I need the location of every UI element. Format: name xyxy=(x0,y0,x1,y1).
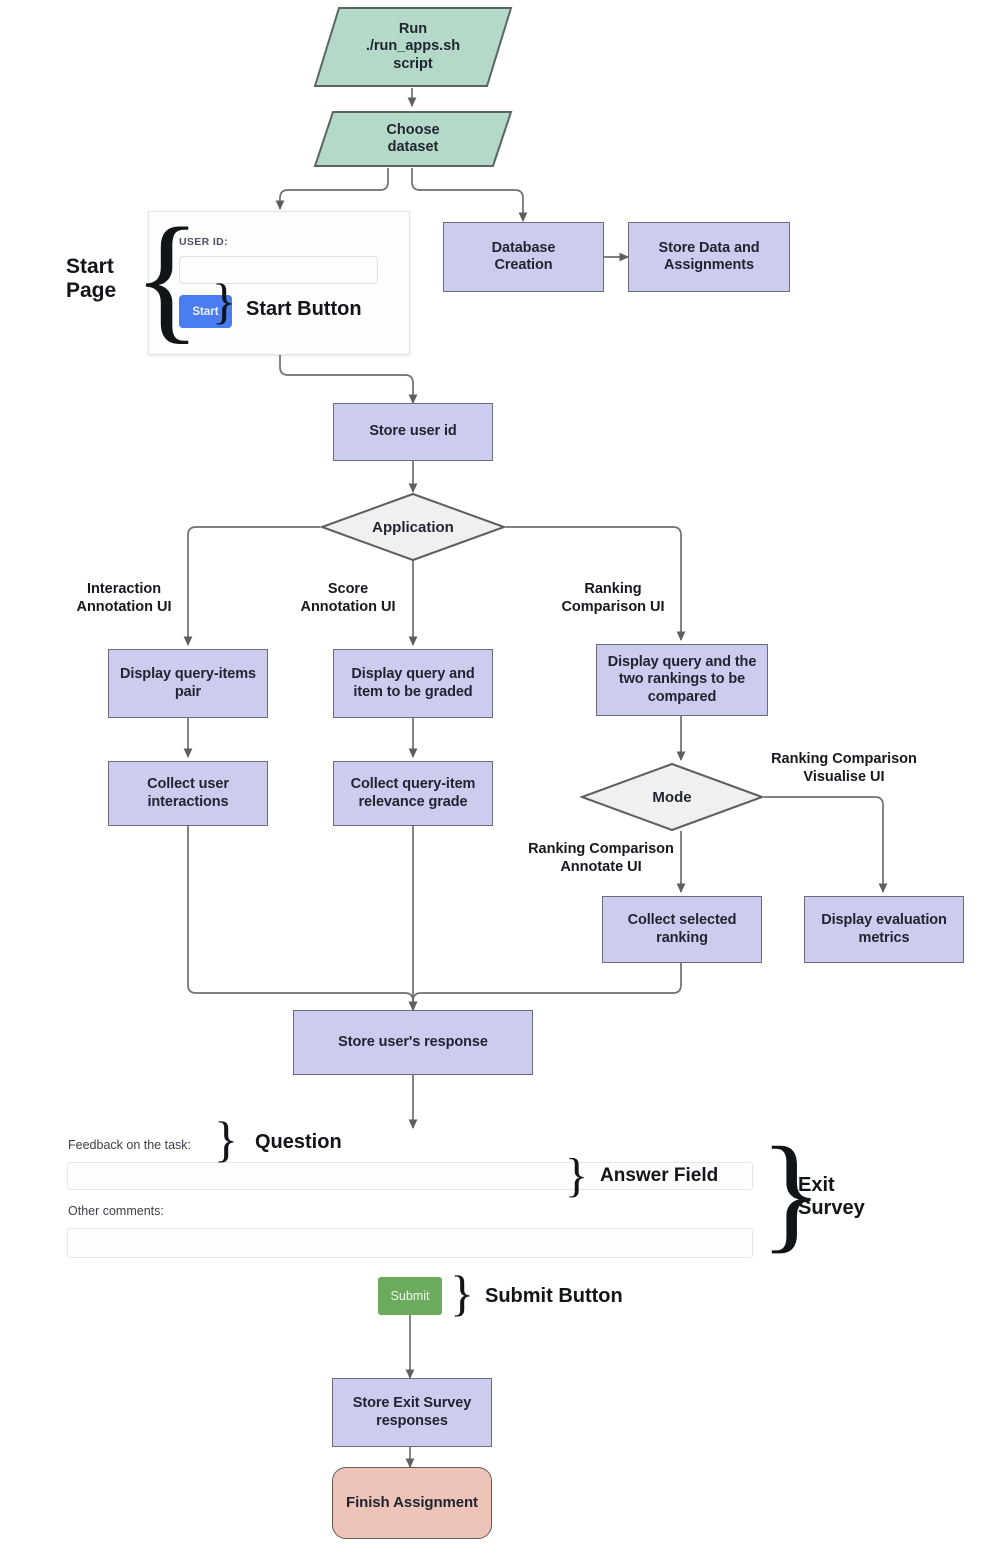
node-display-evaluation-metrics: Display evaluation metrics xyxy=(804,896,964,963)
start-button-annotation: Start Button xyxy=(246,298,362,320)
node-application-decision: Application xyxy=(320,492,506,562)
submit-button-brace: } xyxy=(450,1265,474,1321)
question-annotation: Question xyxy=(255,1131,342,1153)
node-database-creation: Database Creation xyxy=(443,222,604,292)
other-comments-input[interactable] xyxy=(67,1228,753,1258)
node-store-user-id: Store user id xyxy=(333,403,493,461)
node-store-exit-survey-label: Store Exit Survey responses xyxy=(352,1395,472,1429)
node-display-query-items-pair-label: Display query-items pair xyxy=(120,666,256,700)
edge-label-ranking-comparison-visualise-ui: Ranking Comparison Visualise UI xyxy=(771,751,917,785)
exit-survey-annotation: Exit Survey xyxy=(798,1174,865,1219)
start-button[interactable]: Start xyxy=(179,295,232,328)
node-store-user-id-label: Store user id xyxy=(369,423,457,440)
edge-label-score-annotation-ui: Score Annotation UI xyxy=(300,581,396,615)
parallelogram-shape xyxy=(313,7,513,87)
node-choose-dataset: Choose dataset xyxy=(313,110,513,168)
node-display-two-rankings: Display query and the two rankings to be… xyxy=(596,644,768,716)
answer-field-annotation: Answer Field xyxy=(600,1165,719,1186)
user-id-input[interactable] xyxy=(179,256,378,284)
node-database-creation-label: Database Creation xyxy=(491,239,556,273)
feedback-question-label: Feedback on the task: xyxy=(68,1138,191,1152)
edge-label-ranking-comparison-annotate-ui: Ranking Comparison Annotate UI xyxy=(528,841,674,875)
submit-button[interactable]: Submit xyxy=(378,1277,442,1315)
other-comments-label: Other comments: xyxy=(68,1204,164,1218)
node-display-query-item-graded: Display query and item to be graded xyxy=(333,649,493,718)
node-finish-assignment-label: Finish Assignment xyxy=(346,1494,478,1512)
node-display-query-item-graded-label: Display query and item to be graded xyxy=(351,666,475,700)
question-brace: } xyxy=(214,1111,238,1167)
node-store-data-assignments: Store Data and Assignments xyxy=(628,222,790,292)
parallelogram-shape xyxy=(313,111,513,167)
node-collect-selected-ranking-label: Collect selected ranking xyxy=(627,912,737,946)
node-run-script: Run ./run_apps.sh script xyxy=(313,6,513,88)
node-mode-decision: Mode xyxy=(580,762,764,832)
node-display-evaluation-metrics-label: Display evaluation metrics xyxy=(821,912,947,946)
node-collect-relevance-grade-label: Collect query-item relevance grade xyxy=(350,776,476,810)
node-mode-decision-label: Mode xyxy=(652,788,692,806)
node-store-user-response: Store user's response xyxy=(293,1010,533,1075)
edge-label-ranking-comparison-ui: Ranking Comparison UI xyxy=(561,581,665,615)
node-store-exit-survey: Store Exit Survey responses xyxy=(332,1378,492,1447)
node-display-query-items-pair: Display query-items pair xyxy=(108,649,268,718)
feedback-answer-input[interactable] xyxy=(67,1162,753,1190)
node-collect-user-interactions: Collect user interactions xyxy=(108,761,268,826)
node-display-two-rankings-label: Display query and the two rankings to be… xyxy=(607,654,757,705)
start-page-annotation: Start Page xyxy=(66,255,117,303)
start-page-mock: USER ID: Start xyxy=(148,211,410,355)
edge-label-interaction-annotation-ui: Interaction Annotation UI xyxy=(76,581,172,615)
submit-button-annotation: Submit Button xyxy=(485,1285,623,1307)
node-collect-relevance-grade: Collect query-item relevance grade xyxy=(333,761,493,826)
diamond-shape xyxy=(580,762,764,832)
node-finish-assignment: Finish Assignment xyxy=(332,1467,492,1539)
node-store-user-response-label: Store user's response xyxy=(338,1033,488,1050)
node-choose-dataset-label: Choose dataset xyxy=(386,121,440,155)
node-store-data-assignments-label: Store Data and Assignments xyxy=(658,239,760,273)
node-collect-selected-ranking: Collect selected ranking xyxy=(602,896,762,963)
node-run-script-label: Run ./run_apps.sh script xyxy=(365,20,461,72)
node-application-decision-label: Application xyxy=(372,518,454,536)
diamond-shape xyxy=(320,492,506,562)
user-id-label: USER ID: xyxy=(179,236,228,248)
node-collect-user-interactions-label: Collect user interactions xyxy=(147,776,229,810)
